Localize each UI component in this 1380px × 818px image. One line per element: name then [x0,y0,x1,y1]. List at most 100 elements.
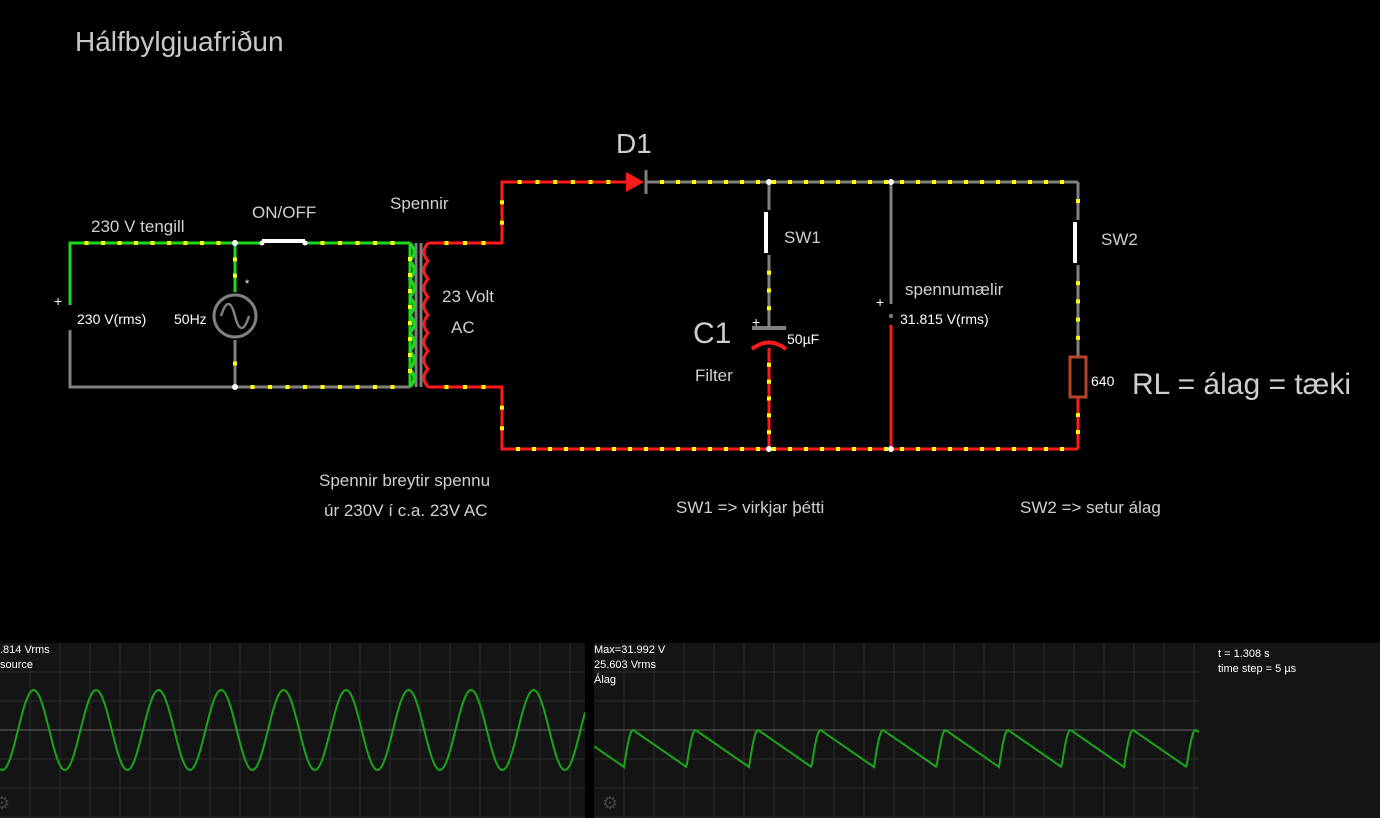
capacitor-c1[interactable] [750,326,788,351]
current-dot [216,241,221,245]
resistor-rl[interactable] [1068,355,1088,399]
current-dot [408,257,412,261]
current-dot [1076,335,1080,340]
current-dot [1076,317,1080,322]
current-dot [463,385,467,389]
current-dot [692,447,696,451]
current-dot [724,180,728,184]
current-dot [1076,299,1080,304]
gear-icon[interactable]: ⚙ [0,793,11,813]
current-dot [836,447,840,451]
transformer[interactable] [407,242,431,388]
source-plus-mark: + [54,293,63,309]
current-dot [980,447,984,451]
current-dot [767,396,771,401]
current-dot [767,288,771,293]
sim-timestep: time step = 5 µs [1218,663,1297,675]
current-dot [200,241,204,245]
current-dot [767,306,771,311]
secondary-voltage-label: 23 Volt [442,287,494,306]
current-dot [481,241,486,245]
current-dot [980,180,984,184]
scope-source-name: source [0,659,34,671]
current-dot [820,447,824,451]
scope-load[interactable]: Max=31.992 V 25.603 Vrms Álag ⚙ [594,643,1199,818]
current-dot [553,180,558,184]
current-dot [535,180,540,184]
current-dot [767,362,771,367]
current-dot [820,180,824,184]
current-dot [836,180,840,184]
current-dot [408,289,412,293]
current-dot [884,447,888,451]
current-dot [1076,430,1080,434]
current-dot [570,180,575,184]
voltmeter-reading: 31.815 V(rms) [900,311,989,327]
current-dot [964,180,968,184]
current-dot [532,447,536,451]
current-dot [408,305,412,309]
current-dot [852,447,856,451]
current-dot [564,447,568,451]
sw1-label: SW1 [784,228,821,247]
current-dot [644,447,648,451]
diode-d1[interactable] [626,170,648,194]
source-voltage-label: 230 V(rms) [77,311,147,327]
current-dot [481,385,486,389]
current-dot [444,385,449,389]
capacitor-value-label: 50µF [787,331,820,347]
current-dot [516,447,520,451]
current-dot [167,241,171,245]
current-dot [117,241,122,245]
current-dot [500,426,504,431]
gear-icon[interactable]: ⚙ [602,793,619,813]
current-dot [756,447,760,451]
onoff-switch[interactable] [259,239,308,246]
current-dot [900,447,904,451]
current-dot [1028,180,1032,184]
scope-source[interactable]: .814 Vrms source ⚙ [0,643,585,818]
current-dot [1044,447,1048,451]
current-dot [250,385,255,389]
current-dot [916,447,920,451]
current-dot [517,180,522,184]
current-dot [612,447,616,451]
transformer-label: Spennir [390,194,449,213]
current-dot [692,180,696,184]
current-dot [868,447,872,451]
current-dot [948,180,952,184]
load-caption: RL = álag = tæki [1132,368,1352,401]
current-dot [606,180,611,184]
current-dot [964,447,968,451]
current-dot [408,353,412,357]
current-dot [1076,281,1080,286]
voltmeter[interactable] [889,314,893,318]
resistor-value-label: 640 [1091,373,1115,389]
current-dot [804,447,808,451]
sw2-note: SW2 => setur álag [1020,498,1161,517]
source-frequency-label: 50Hz [174,311,207,327]
scope-load-plot [594,643,1199,818]
voltmeter-plus-mark: + [876,294,885,310]
current-dot [548,447,552,451]
current-dot [676,447,680,451]
ac-source[interactable] [212,240,258,390]
current-dot [900,180,904,184]
scope-load-vrms: 25.603 Vrms [594,659,656,671]
circuit-canvas[interactable] [0,0,1380,640]
scope-source-plot [0,643,585,818]
onoff-label: ON/OFF [252,203,317,222]
current-dot [1060,180,1064,184]
current-dot [1060,447,1064,451]
current-dot [408,321,412,325]
current-dot [373,385,377,389]
current-dot [756,180,760,184]
voltmeter-name-label: spennumælir [905,280,1004,299]
current-dot [134,241,138,245]
sw2-label: SW2 [1101,230,1138,249]
current-dot [303,385,307,389]
current-dot [804,180,808,184]
current-dot [373,241,377,245]
current-dot [233,361,237,366]
current-dot [788,180,792,184]
